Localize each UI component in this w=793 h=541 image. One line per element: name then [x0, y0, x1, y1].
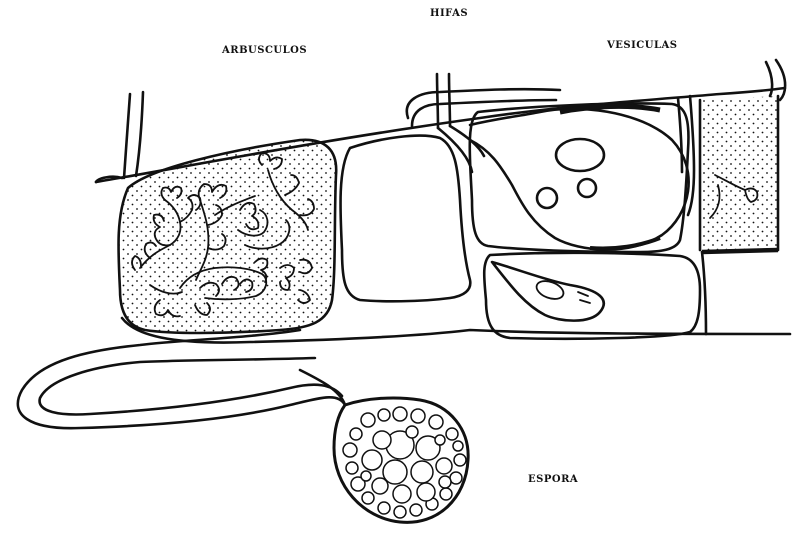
- spore: [334, 398, 468, 522]
- vesicle-large: [470, 106, 689, 249]
- label-arbusculos: ARBUSCULOS: [222, 45, 307, 56]
- label-espora: ESPORA: [528, 474, 578, 485]
- arbuscule-cell: [118, 140, 336, 333]
- label-hifas: HIFAS: [430, 8, 468, 19]
- vesicle-small: [492, 262, 604, 321]
- label-vesiculas: VESICULAS: [607, 40, 677, 51]
- cortex-cell-2: [340, 136, 470, 302]
- dotted-cell-right: [700, 96, 778, 334]
